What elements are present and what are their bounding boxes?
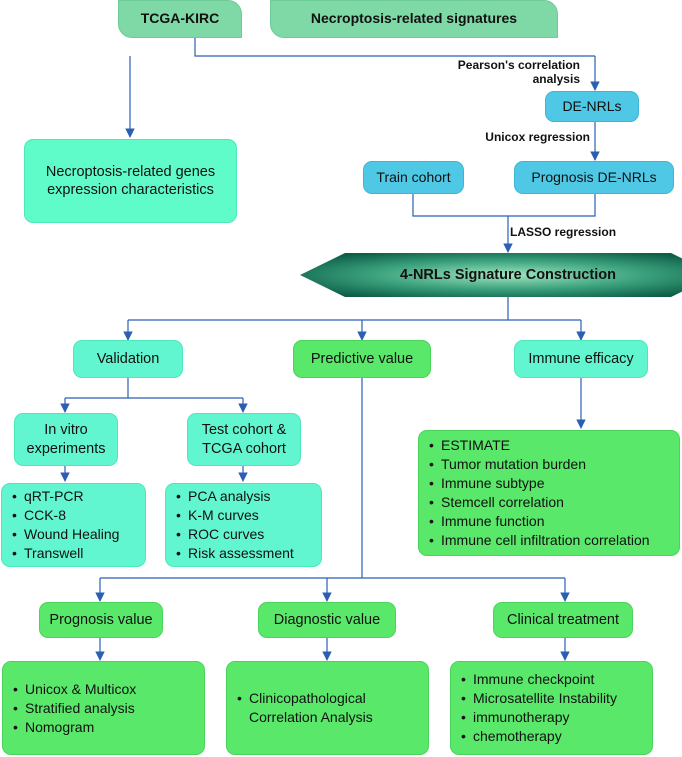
clinical-treatment-label: Clinical treatment — [506, 611, 619, 628]
in-vitro-list-item: CCK-8 — [12, 506, 119, 525]
necroptosis-signatures-tab: Necroptosis-related signatures — [270, 0, 558, 38]
lasso-step-label: LASSO regression — [510, 225, 617, 239]
tcga-kirc-label: TCGA-KIRC — [140, 10, 220, 27]
tcga-kirc-tab: TCGA-KIRC — [118, 0, 242, 38]
de-nrls-label: DE-NRLs — [562, 97, 622, 114]
train-cohort-label: Train cohort — [376, 168, 451, 185]
prognosis-list-item: Nomogram — [13, 718, 136, 737]
immune-list-item: Tumor mutation burden — [429, 455, 650, 474]
test-list: PCA analysis K-M curves ROC curves Risk … — [166, 487, 294, 563]
signature-banner — [300, 253, 682, 297]
clinical-list-item: Immune checkpoint — [461, 670, 617, 689]
prognosis-list-item: Unicox & Multicox — [13, 680, 136, 699]
immune-list-item: Immune function — [429, 512, 650, 531]
immune-efficacy-box: Immune efficacy — [514, 340, 648, 378]
immune-list: ESTIMATE Tumor mutation burden Immune su… — [419, 436, 650, 550]
clinical-list: Immune checkpoint Microsatellite Instabi… — [451, 670, 617, 746]
pearson-step-label: Pearson's correlation analysis — [457, 58, 580, 86]
predictive-value-label: Predictive value — [310, 350, 414, 367]
clinical-list-item: Microsatellite Instability — [461, 689, 617, 708]
prognosis-value-label: Prognosis value — [49, 611, 153, 628]
signature-shape — [300, 253, 682, 297]
immune-list-item: Stemcell correlation — [429, 493, 650, 512]
signature-label: 4-NRLs Signature Construction — [400, 266, 616, 283]
clinical-treatment-box: Clinical treatment — [493, 602, 633, 638]
test-cohort-label: Test cohort & TCGA cohort — [201, 422, 287, 457]
prognosis-list-box: Unicox & Multicox Stratified analysis No… — [2, 661, 205, 755]
signature-title: 4-NRLs Signature Construction — [300, 252, 682, 298]
test-list-box: PCA analysis K-M curves ROC curves Risk … — [165, 483, 322, 567]
de-nrls-box: DE-NRLs — [545, 91, 639, 122]
test-list-item: ROC curves — [176, 525, 294, 544]
in-vitro-list-item: Wound Healing — [12, 525, 119, 544]
prognosis-de-nrls-label: Prognosis DE-NRLs — [531, 168, 657, 185]
validation-box: Validation — [73, 340, 183, 378]
test-list-item: PCA analysis — [176, 487, 294, 506]
clinical-list-item: immunotherapy — [461, 708, 617, 727]
unicox-step-label: Unicox regression — [485, 130, 590, 144]
prognosis-value-box: Prognosis value — [39, 602, 163, 638]
in-vitro-box: In vitro experiments — [14, 413, 118, 466]
immune-list-item: ESTIMATE — [429, 436, 650, 455]
immune-list-item: Immune cell infiltration correlation — [429, 531, 650, 550]
train-cohort-box: Train cohort — [363, 161, 464, 194]
split-line-top — [194, 38, 595, 57]
test-list-item: K-M curves — [176, 506, 294, 525]
diagnostic-list-box: Clinicopathological Correlation Analysis — [226, 661, 429, 755]
merge-line — [412, 194, 596, 217]
prognosis-de-nrls-box: Prognosis DE-NRLs — [514, 161, 674, 194]
in-vitro-list: qRT-PCR CCK-8 Wound Healing Transwell — [2, 487, 119, 563]
immune-list-item: Immune subtype — [429, 474, 650, 493]
clinical-list-box: Immune checkpoint Microsatellite Instabi… — [450, 661, 653, 755]
in-vitro-list-item: qRT-PCR — [12, 487, 119, 506]
validation-label: Validation — [96, 350, 160, 367]
validation-split-line — [65, 378, 129, 399]
diagnostic-list: Clinicopathological Correlation Analysis — [227, 689, 428, 727]
immune-list-box: ESTIMATE Tumor mutation burden Immune su… — [418, 430, 680, 556]
test-list-item: Risk assessment — [176, 544, 294, 563]
diagnostic-list-item: Clinicopathological Correlation Analysis — [237, 689, 418, 727]
prognosis-list-item: Stratified analysis — [13, 699, 136, 718]
diagnostic-value-box: Diagnostic value — [258, 602, 396, 638]
immune-efficacy-label: Immune efficacy — [528, 350, 634, 367]
necroptosis-signatures-label: Necroptosis-related signatures — [310, 10, 518, 27]
in-vitro-label: In vitro experiments — [26, 422, 106, 457]
expression-characteristics-label: Necroptosis-related genes expression cha… — [45, 163, 216, 198]
in-vitro-list-box: qRT-PCR CCK-8 Wound Healing Transwell — [1, 483, 146, 567]
predictive-value-box: Predictive value — [293, 340, 431, 378]
signature-split-line — [128, 297, 509, 321]
clinical-list-item: chemotherapy — [461, 727, 617, 746]
expression-characteristics-box: Necroptosis-related genes expression cha… — [24, 139, 237, 223]
test-cohort-box: Test cohort & TCGA cohort — [187, 413, 301, 466]
prognosis-list: Unicox & Multicox Stratified analysis No… — [3, 680, 136, 737]
in-vitro-list-item: Transwell — [12, 544, 119, 563]
diagnostic-value-label: Diagnostic value — [273, 611, 381, 628]
